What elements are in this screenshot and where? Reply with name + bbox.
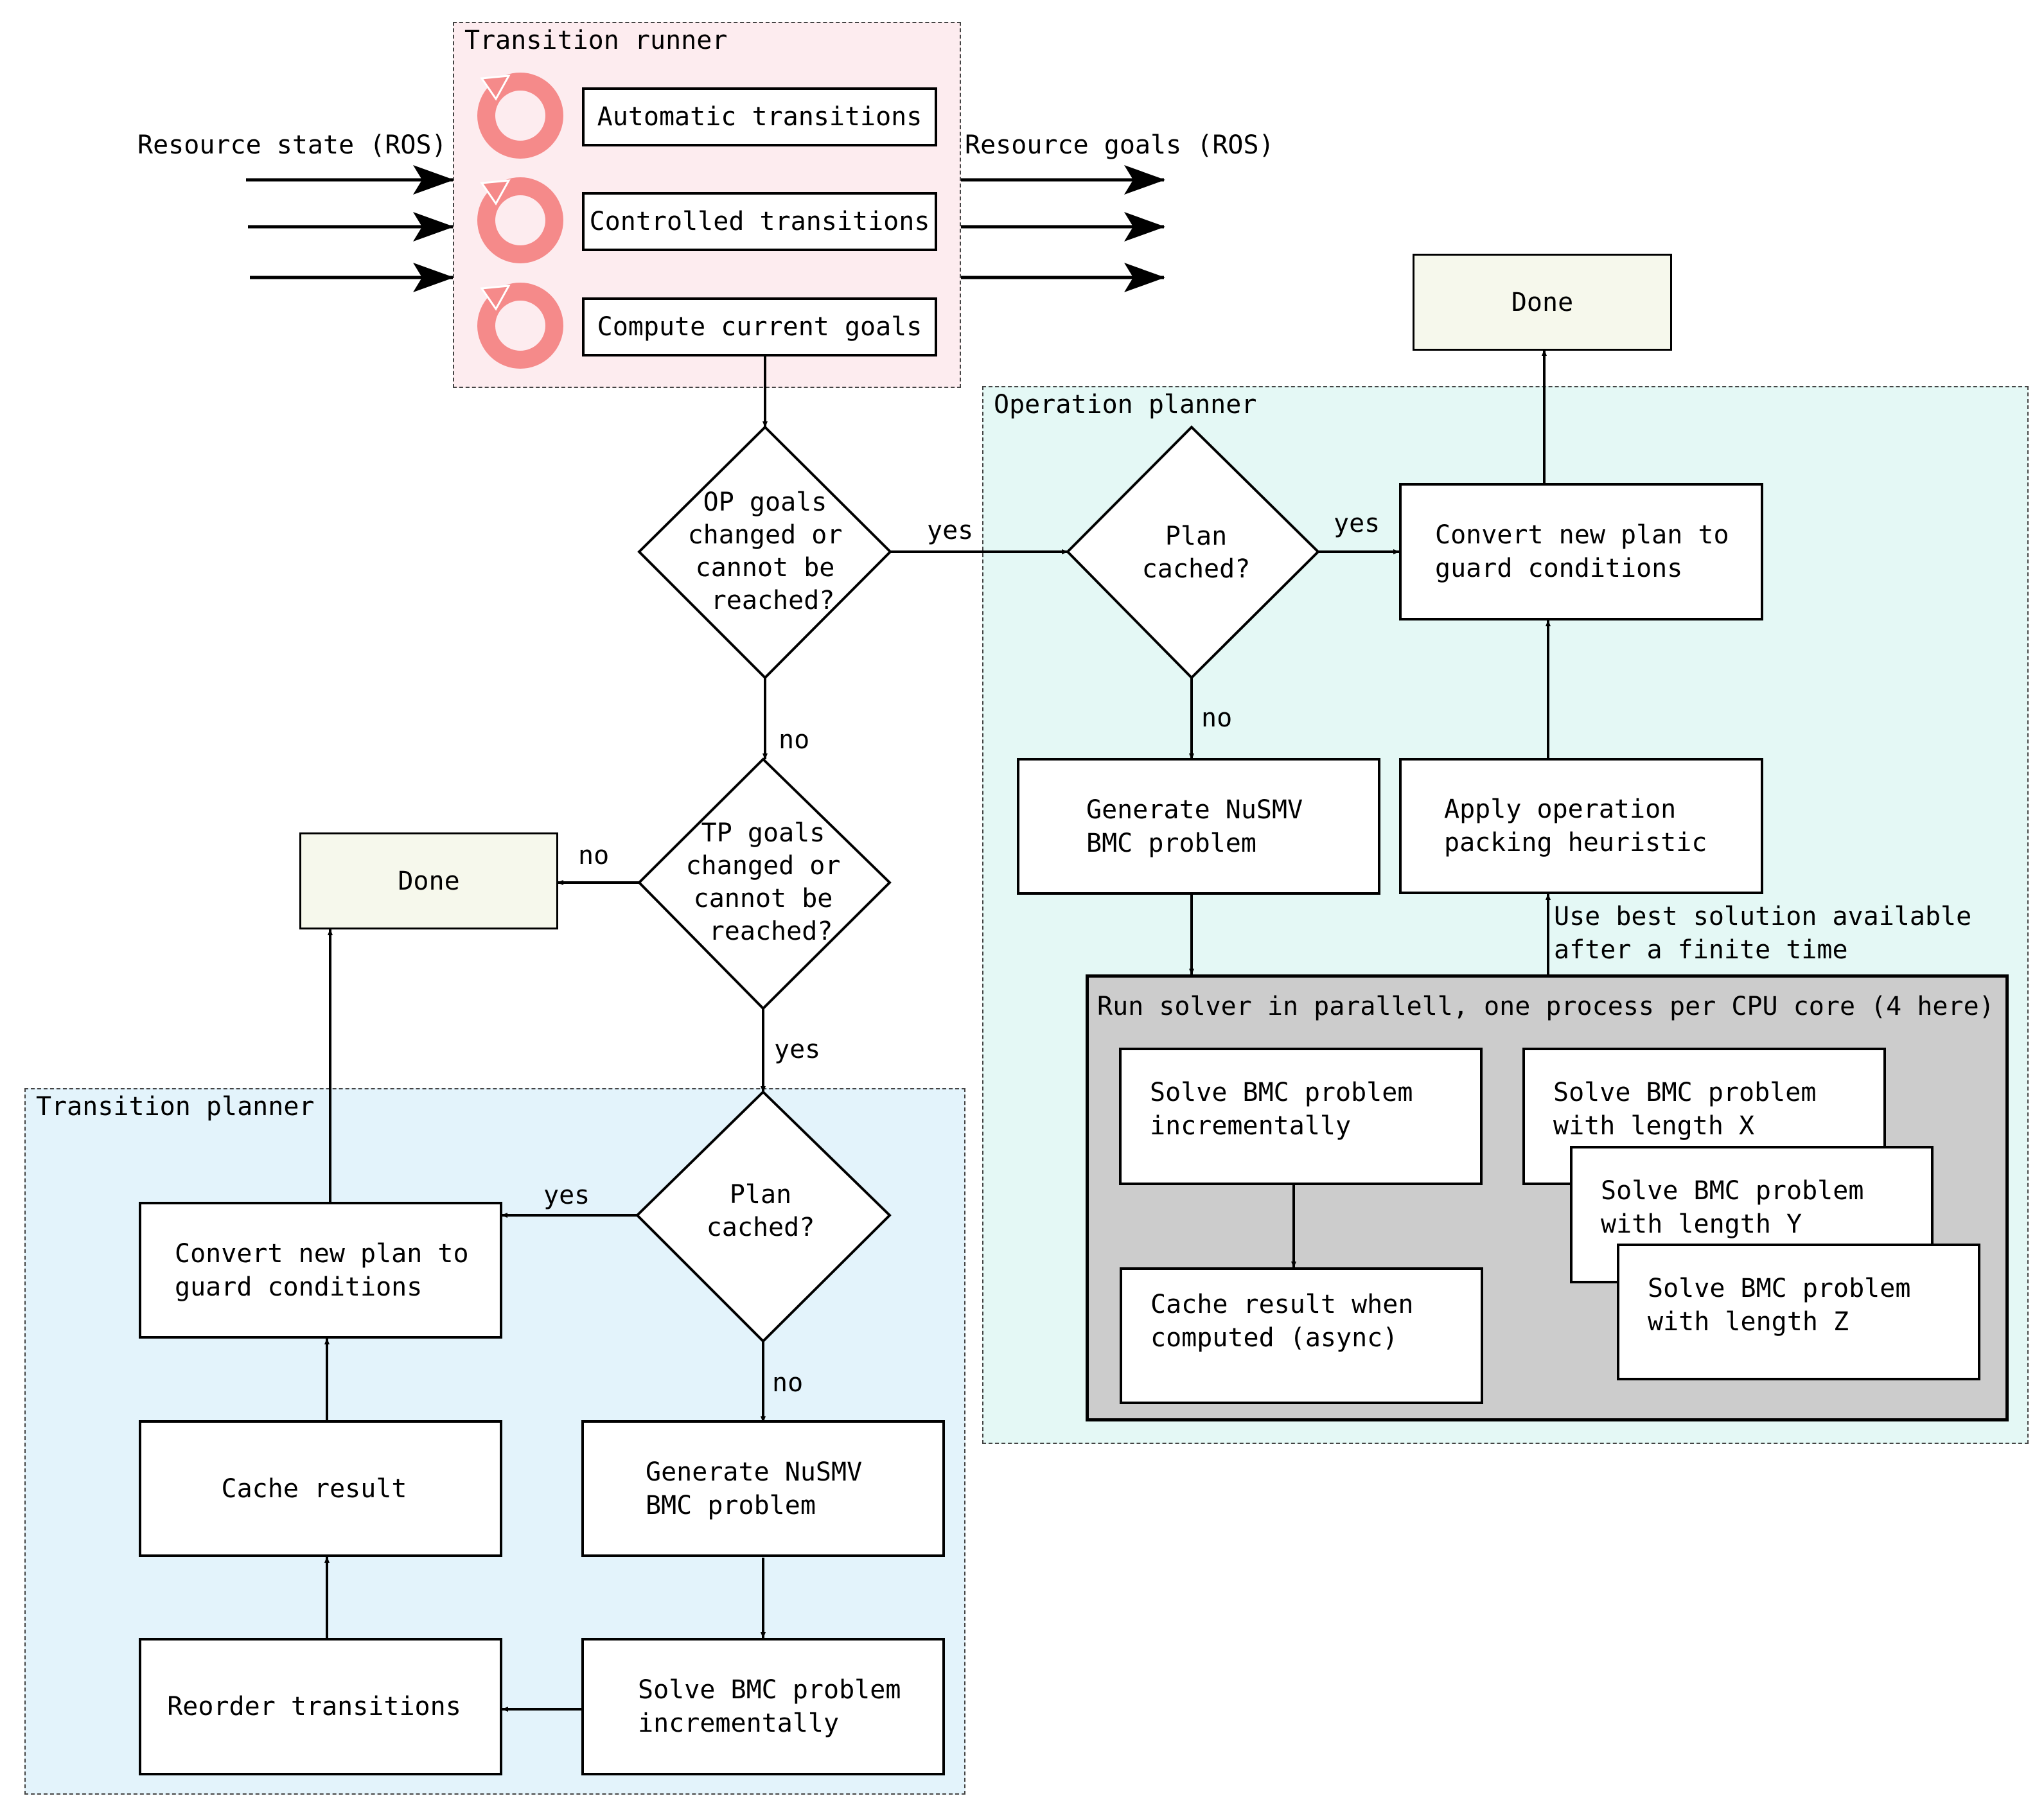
op-apply-heuristic-box: Apply operation packing heuristic xyxy=(1399,758,1763,894)
tp-cache-result-box: Cache result xyxy=(139,1420,502,1557)
op-goals-label: OP goals changed or cannot be reached? xyxy=(687,488,843,615)
cycle-icon xyxy=(477,177,563,263)
decision-op-plan-cached xyxy=(1066,425,1320,680)
decision-tp-goals xyxy=(637,757,892,1010)
tp-goals-no-label: no xyxy=(578,841,610,870)
solver-incremental-box: Solve BMC problem incrementally xyxy=(1119,1048,1483,1185)
op-goals-yes-label: yes xyxy=(927,516,974,545)
tp-cached-yes-label: yes xyxy=(543,1181,590,1210)
tp-cached-no-label: no xyxy=(772,1368,804,1398)
parallel-solver-title: Run solver in parallell, one process per… xyxy=(1097,992,1995,1021)
op-convert-plan-box: Convert new plan to guard conditions xyxy=(1399,483,1763,620)
cycle-icon xyxy=(477,73,563,159)
op-cached-no-label: no xyxy=(1201,703,1233,733)
solver-length-z-box: Solve BMC problem with length Z xyxy=(1617,1244,1980,1380)
best-solution-label: Use best solution available after a fini… xyxy=(1554,902,1972,965)
done-box-left: Done xyxy=(299,832,558,929)
tp-reorder-transitions-box: Reorder transitions xyxy=(139,1638,502,1775)
tp-plan-cached-label: Plan cached? xyxy=(706,1180,815,1242)
resource-goals-label: Resource goals (ROS) xyxy=(965,130,1274,160)
tp-goals-yes-label: yes xyxy=(774,1035,821,1064)
tp-goals-label: TP goals changed or cannot be reached? xyxy=(685,818,841,946)
cycle-icon xyxy=(477,283,563,369)
tp-convert-plan-box: Convert new plan to guard conditions xyxy=(139,1202,502,1339)
compute-goals-box: Compute current goals xyxy=(582,297,937,356)
operation-planner-title: Operation planner xyxy=(994,390,1257,419)
op-plan-cached-label: Plan cached? xyxy=(1141,522,1251,584)
transition-runner-title: Transition runner xyxy=(464,26,728,55)
tp-generate-problem-box: Generate NuSMV BMC problem xyxy=(581,1420,945,1557)
resource-state-label: Resource state (ROS) xyxy=(137,130,447,160)
transition-planner-title: Transition planner xyxy=(36,1092,315,1122)
tp-solve-incremental-box: Solve BMC problem incrementally xyxy=(581,1638,945,1775)
op-cached-yes-label: yes xyxy=(1334,509,1380,538)
automatic-transitions-box: Automatic transitions xyxy=(582,87,937,146)
decision-tp-plan-cached xyxy=(635,1090,892,1343)
op-generate-problem-box: Generate NuSMV BMC problem xyxy=(1017,758,1380,895)
op-goals-no-label: no xyxy=(779,725,810,755)
done-box-top-right: Done xyxy=(1413,254,1672,351)
decision-op-goals xyxy=(637,425,892,680)
solver-cache-async-box: Cache result when computed (async) xyxy=(1120,1267,1483,1404)
controlled-transitions-box: Controlled transitions xyxy=(582,192,937,251)
